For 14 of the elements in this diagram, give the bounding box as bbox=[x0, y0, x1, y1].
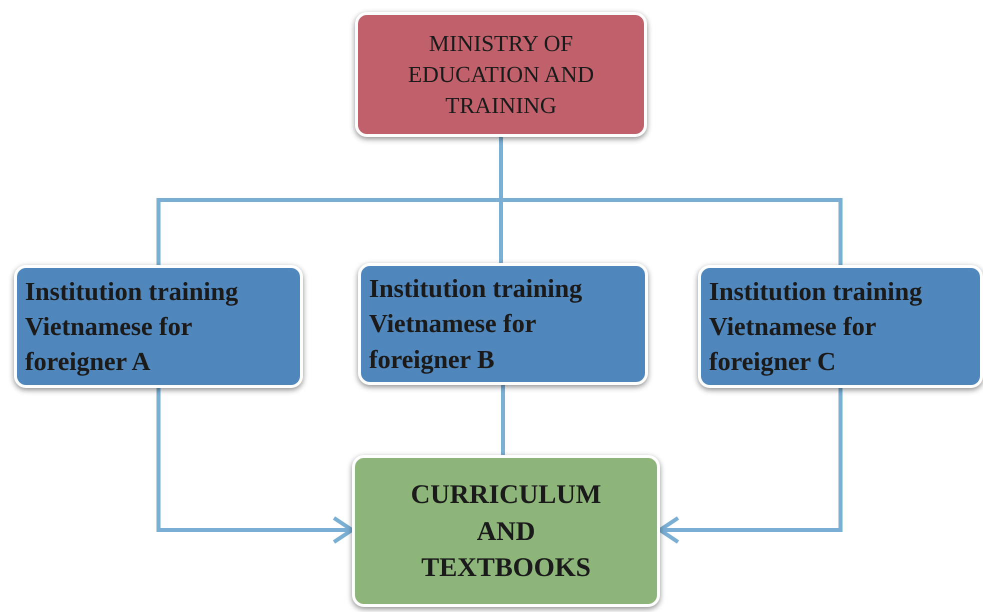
institution-box bbox=[698, 265, 983, 388]
institution-box bbox=[14, 265, 303, 388]
node-label: CURRICULUM AND TEXTBOOKS bbox=[410, 478, 602, 584]
node-label: Institution training Vietnamese for foreigner B bbox=[369, 273, 584, 376]
node-label: MINISTRY OF EDUCATION AND TRAINING bbox=[407, 30, 595, 120]
connector bbox=[658, 388, 842, 544]
ministry-box bbox=[355, 12, 647, 137]
connector bbox=[156, 388, 354, 544]
institution-box bbox=[358, 263, 648, 385]
node-label: Institution training Vietnamese for foreigner C bbox=[709, 276, 924, 378]
curriculum-box bbox=[352, 455, 660, 607]
connector bbox=[499, 137, 842, 265]
node-label: Institution training Vietnamese for foreigner A bbox=[25, 276, 240, 378]
connector bbox=[501, 385, 505, 455]
